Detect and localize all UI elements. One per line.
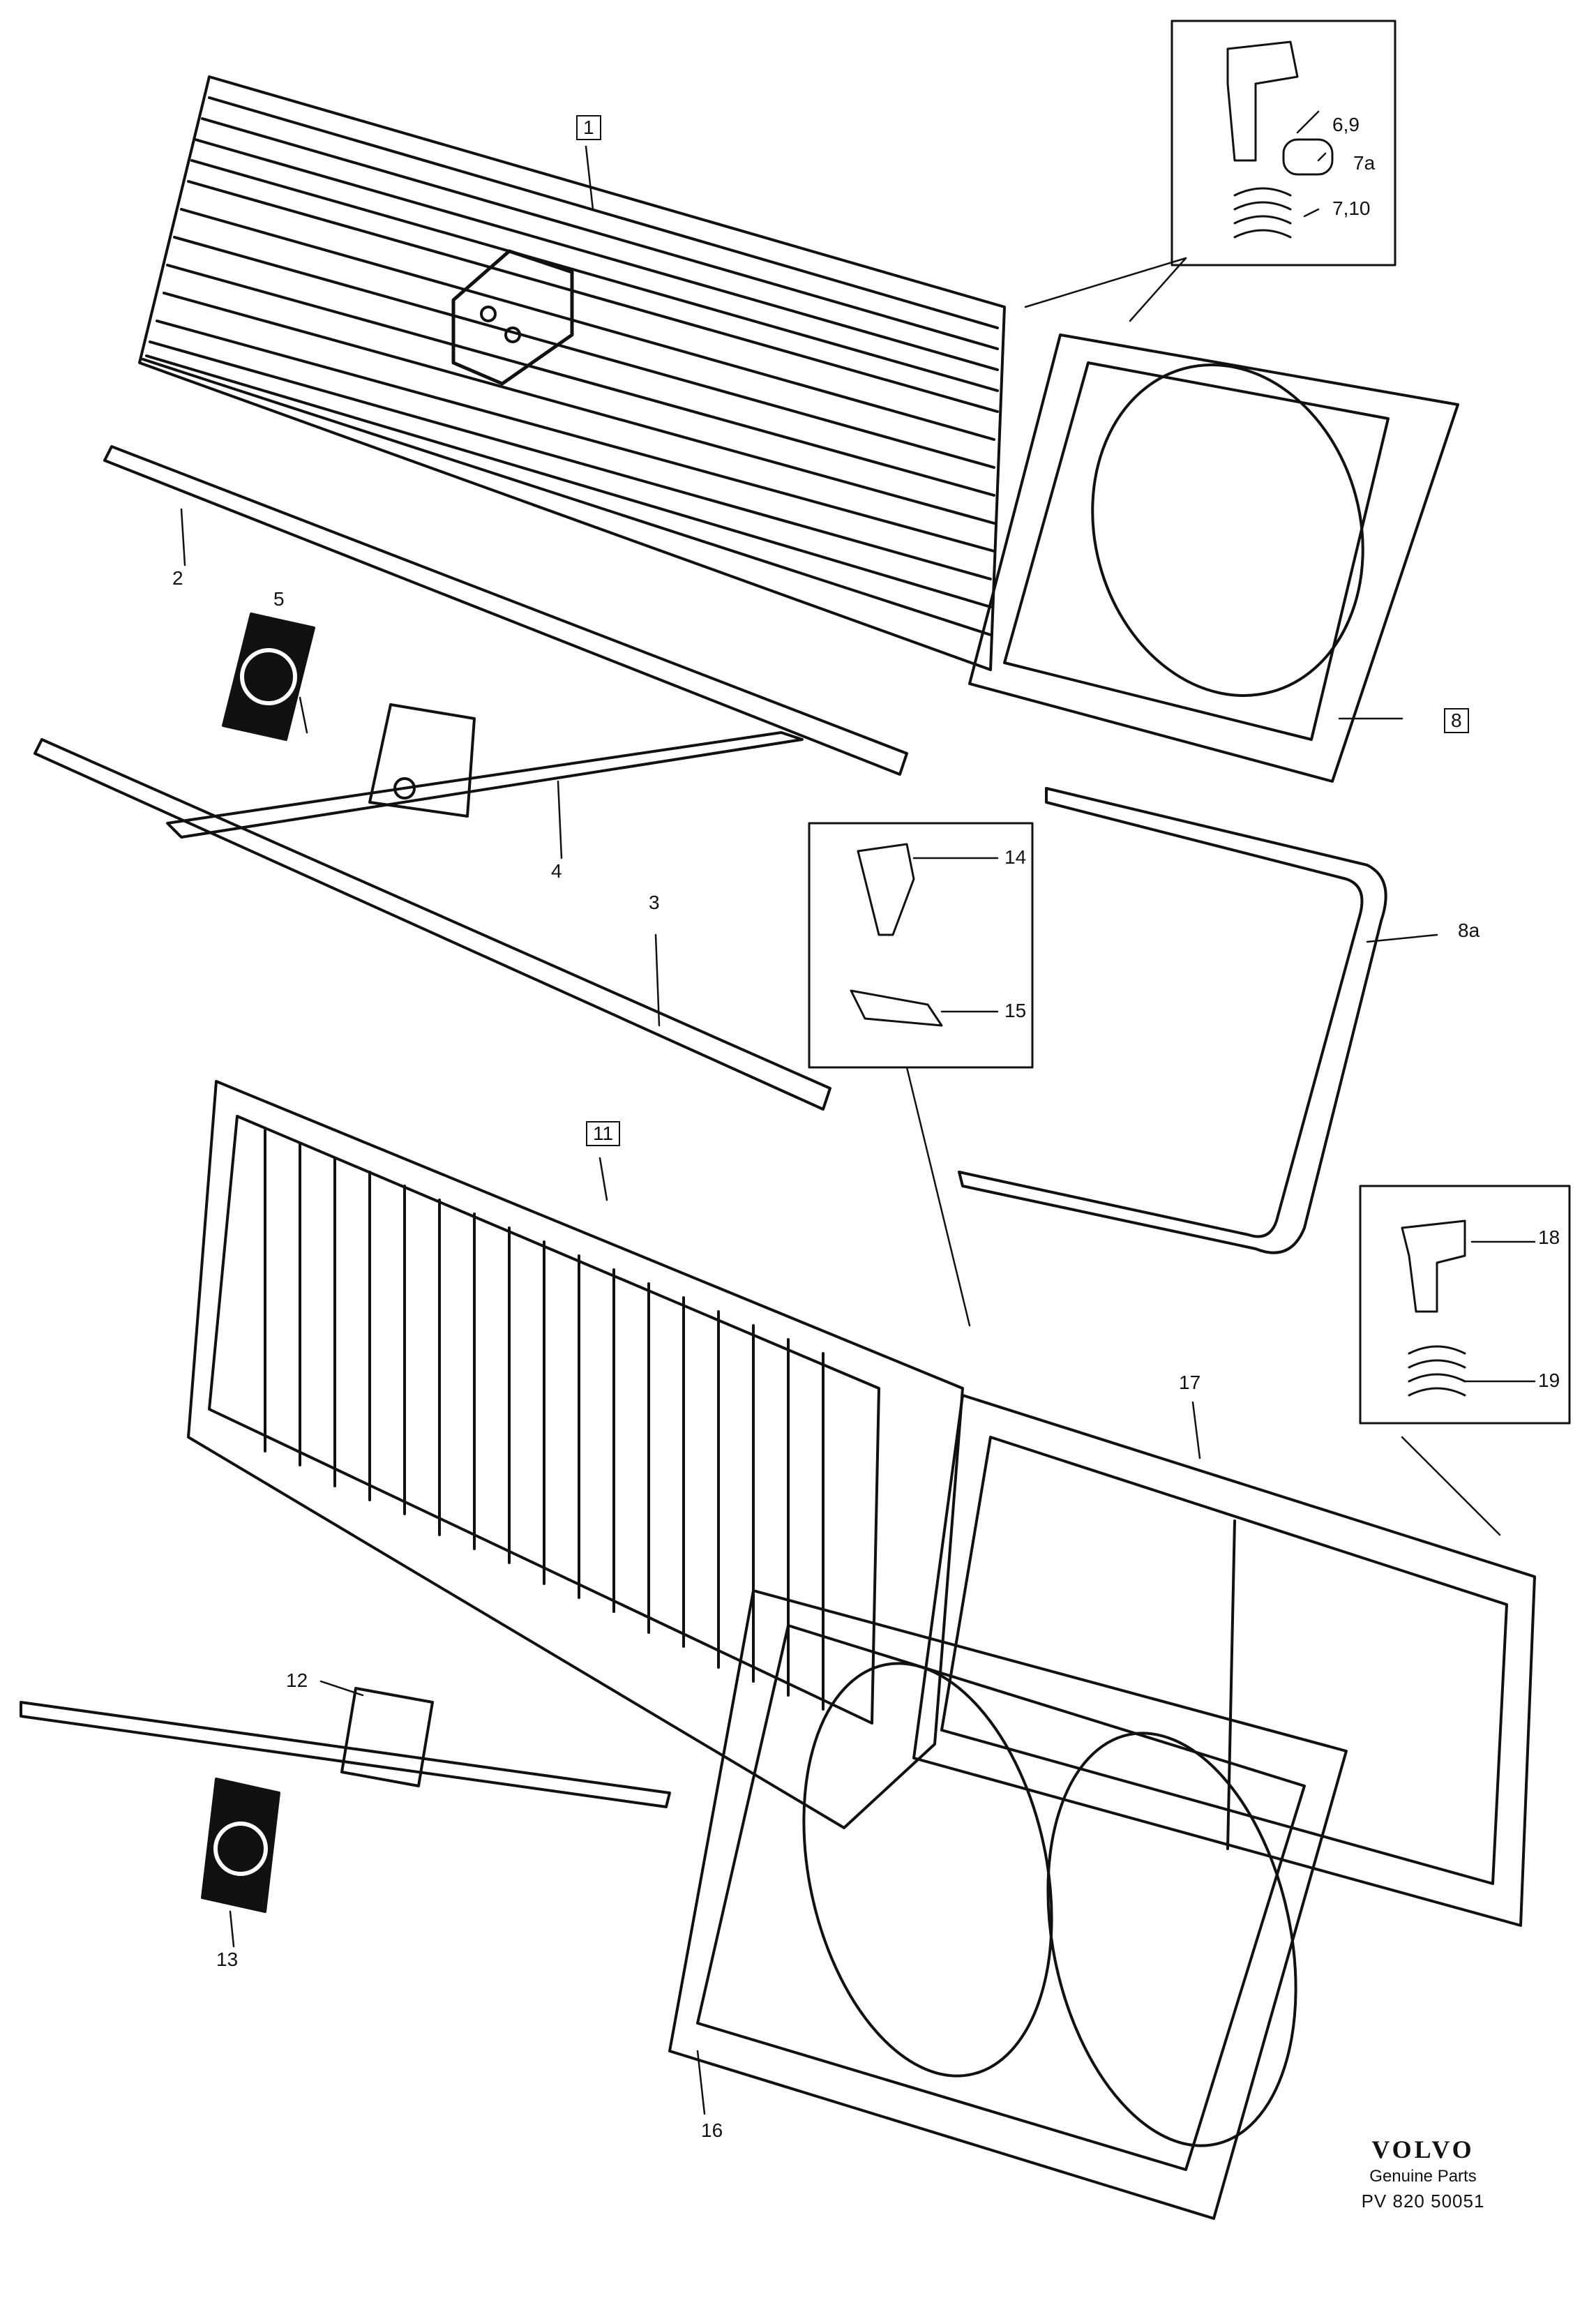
- callout-6-9: 6,9: [1332, 114, 1360, 135]
- callout-1: 1: [576, 115, 601, 140]
- callout-5: 5: [273, 588, 285, 610]
- drawing-reference: PV 820 50051: [1361, 2191, 1485, 2212]
- inset-box-clips-right: [1359, 1185, 1571, 1425]
- callout-15: 15: [1004, 1000, 1027, 1021]
- upper-grille: [138, 75, 1006, 671]
- emblem-5: [222, 613, 315, 741]
- twin-lamp-frame-front: [668, 1589, 1348, 2220]
- inset-box-clips-middle: [808, 822, 1034, 1069]
- headlamp-surround: [958, 787, 1387, 1254]
- inset-box-clips-top: [1170, 20, 1396, 266]
- lower-grille: [187, 1080, 964, 1829]
- brand-tagline: Genuine Parts: [1369, 2167, 1477, 2186]
- callout-16: 16: [701, 2119, 723, 2141]
- callout-13: 13: [216, 1949, 239, 1970]
- callout-11: 11: [586, 1121, 621, 1146]
- badge-bar-lower: [20, 1687, 671, 1808]
- trim-strip: [103, 445, 908, 776]
- moulding-strip: [33, 738, 831, 1111]
- callout-3: 3: [649, 892, 660, 913]
- callout-2: 2: [172, 567, 183, 589]
- emblem-13: [201, 1778, 280, 1913]
- callout-8: 8: [1444, 708, 1469, 733]
- callout-18: 18: [1538, 1226, 1560, 1248]
- callout-7-10: 7,10: [1332, 197, 1371, 219]
- callout-8a: 8a: [1458, 919, 1480, 941]
- badge-bar: [166, 703, 804, 839]
- callout-7a: 7a: [1353, 152, 1376, 174]
- callout-17: 17: [1179, 1372, 1201, 1393]
- headlamp-frame-single: [968, 333, 1459, 783]
- callout-14: 14: [1004, 846, 1027, 868]
- brand-block: VOLVO Genuine Parts PV 820 50051: [1339, 2135, 1507, 2212]
- callout-4: 4: [551, 860, 562, 882]
- brand-name: VOLVO: [1371, 2135, 1475, 2163]
- callout-12: 12: [286, 1669, 308, 1691]
- callout-19: 19: [1538, 1369, 1560, 1391]
